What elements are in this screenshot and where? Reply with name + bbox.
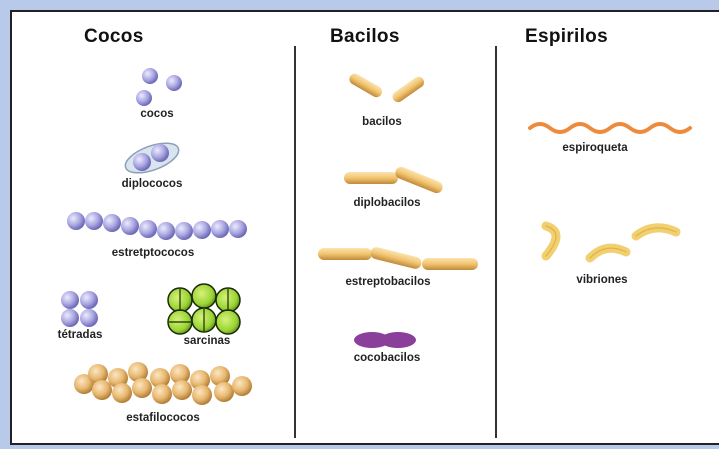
estreptococos-illustration: [64, 210, 254, 244]
label-tetradas: tétradas: [40, 329, 120, 341]
label-espiroqueta: espiroqueta: [540, 142, 650, 154]
bacilos-illustration: [346, 70, 436, 110]
label-estafilococos: estafilococos: [88, 412, 238, 424]
label-diplobacilos: diplobacilos: [332, 197, 442, 209]
column-title-espirilos: Espirilos: [525, 26, 608, 48]
column-divider-left: [294, 46, 296, 438]
sarcinas-illustration: [162, 284, 252, 340]
tetradas-illustration: [56, 290, 116, 330]
diplobacilos-illustration: [342, 164, 452, 200]
label-estreptobacilos: estreptobacilos: [318, 276, 458, 288]
label-vibriones: vibriones: [552, 274, 652, 286]
column-title-cocos: Cocos: [84, 26, 144, 48]
diagram-frame: Cocos Bacilos Espirilos cocos diplococos: [10, 10, 719, 445]
estreptobacilos-illustration: [316, 238, 486, 278]
vibriones-illustration: [538, 218, 688, 268]
cocobacilos-illustration: [352, 330, 422, 354]
label-estreptococos: estretptococos: [78, 247, 228, 259]
column-divider-right: [495, 46, 497, 438]
label-cocos: cocos: [122, 108, 192, 120]
column-title-bacilos: Bacilos: [330, 26, 400, 48]
label-sarcinas: sarcinas: [162, 335, 252, 347]
label-bacilos: bacilos: [342, 116, 422, 128]
label-cocobacilos: cocobacilos: [332, 352, 442, 364]
diplococos-illustration: [117, 140, 197, 180]
label-diplococos: diplococos: [102, 178, 202, 190]
espiroqueta-illustration: [528, 118, 708, 138]
estafilococos-illustration: [68, 360, 258, 404]
